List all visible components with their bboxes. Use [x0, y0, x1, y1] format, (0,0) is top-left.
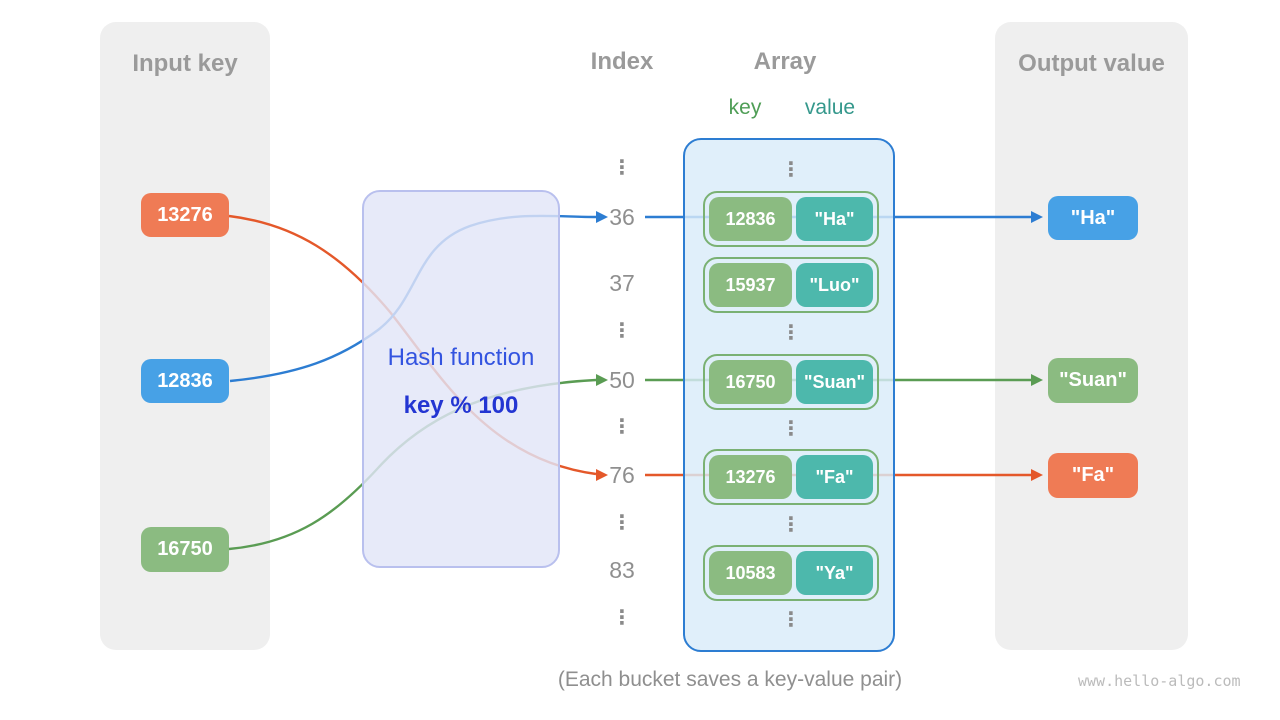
- array-ellipsis: ⋮: [781, 418, 801, 440]
- input-key-box-16750: 16750: [141, 527, 229, 572]
- array-key-header: key: [728, 96, 762, 119]
- hash-function-box: Hash function key % 100: [362, 190, 560, 568]
- index-ellipsis: ⋮: [612, 512, 632, 534]
- bucket-value-suan: "Suan": [796, 360, 873, 404]
- index-ellipsis: ⋮: [612, 416, 632, 438]
- bucket-value-luo: "Luo": [796, 263, 873, 307]
- bucket-key-13276: 13276: [709, 455, 792, 499]
- hash-function-title: Hash function: [387, 344, 535, 371]
- bucket-key-15937: 15937: [709, 263, 792, 307]
- input-key-panel: Input key 13276 12836 16750: [100, 22, 270, 650]
- input-key-box-12836: 12836: [141, 359, 229, 403]
- array-value-header: value: [804, 96, 856, 119]
- bucket-key-10583: 10583: [709, 551, 792, 595]
- arrowhead-orange-output-fa: [1031, 469, 1043, 481]
- arrowhead-blue-output-ha: [1031, 211, 1043, 223]
- bucket-pair-row: 16750 "Suan": [703, 354, 879, 410]
- input-key-panel-title: Input key: [132, 50, 238, 77]
- index-value-76: 76: [609, 462, 635, 488]
- index-column-title: Index: [590, 48, 654, 75]
- index-value-36: 36: [609, 204, 635, 230]
- arrowhead-green-index-50: [596, 374, 608, 386]
- output-value-panel-title: Output value: [1018, 50, 1165, 77]
- hash-function-formula: key % 100: [403, 392, 519, 419]
- array-ellipsis: ⋮: [781, 514, 801, 536]
- bucket-value-ha: "Ha": [796, 197, 873, 241]
- arrowhead-green-output-suan: [1031, 374, 1043, 386]
- bucket-key-16750: 16750: [709, 360, 792, 404]
- diagram-caption: (Each bucket saves a key-value pair): [557, 668, 903, 691]
- bucket-pair-row: 12836 "Ha": [703, 191, 879, 247]
- index-ellipsis: ⋮: [612, 607, 632, 629]
- arrowhead-orange-index-76: [596, 469, 608, 481]
- bucket-pair-row: 13276 "Fa": [703, 449, 879, 505]
- output-value-box-fa: "Fa": [1048, 453, 1138, 498]
- array-ellipsis: ⋮: [781, 609, 801, 631]
- bucket-pair-row: 10583 "Ya": [703, 545, 879, 601]
- array-column-title: Array: [753, 48, 817, 75]
- index-value-37: 37: [609, 270, 635, 296]
- bucket-value-fa: "Fa": [796, 455, 873, 499]
- bucket-key-12836: 12836: [709, 197, 792, 241]
- input-key-box-13276: 13276: [141, 193, 229, 237]
- output-value-box-suan: "Suan": [1048, 358, 1138, 403]
- bucket-value-ya: "Ya": [796, 551, 873, 595]
- arrowhead-blue-index-36: [596, 211, 608, 223]
- index-value-50: 50: [609, 367, 635, 393]
- array-ellipsis: ⋮: [781, 322, 801, 344]
- array-bucket-container: ⋮ 12836 "Ha" 15937 "Luo" ⋮ 16750 "Suan" …: [683, 138, 895, 652]
- output-value-box-ha: "Ha": [1048, 196, 1138, 240]
- array-ellipsis: ⋮: [781, 159, 801, 181]
- index-ellipsis: ⋮: [612, 157, 632, 179]
- website-watermark: www.hello-algo.com: [1078, 672, 1241, 690]
- output-value-panel: Output value "Ha" "Suan" "Fa": [995, 22, 1188, 650]
- bucket-pair-row: 15937 "Luo": [703, 257, 879, 313]
- index-ellipsis: ⋮: [612, 320, 632, 342]
- index-value-83: 83: [609, 557, 635, 583]
